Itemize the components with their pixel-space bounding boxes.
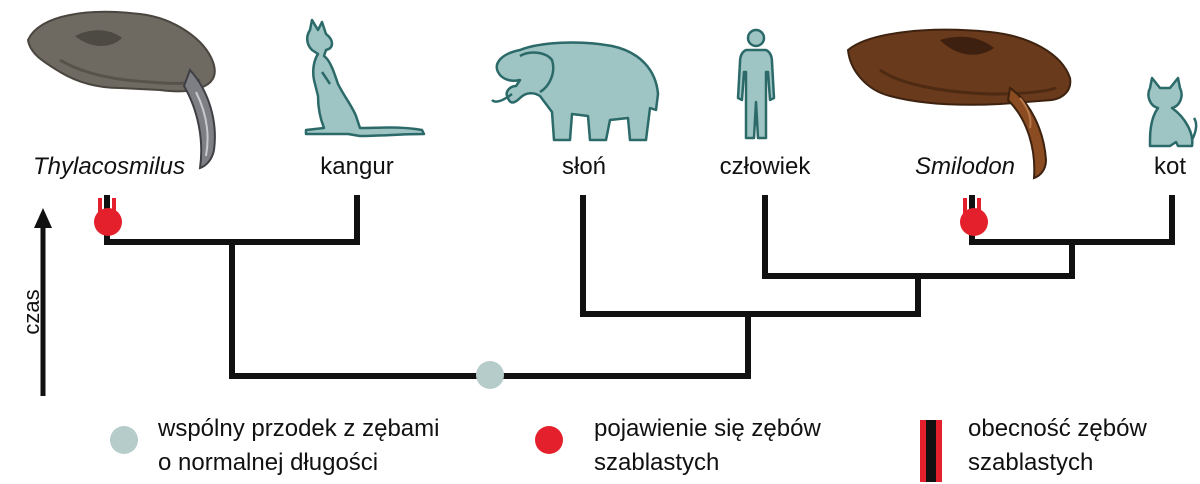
taxon-label-czlowiek: człowiek (719, 153, 811, 180)
taxon-label-thylacosmilus: Thylacosmilus (32, 153, 186, 180)
saber-origin-dot-smilodon (960, 208, 988, 236)
legend-ancestor-symbol (110, 426, 138, 454)
human-icon (736, 28, 776, 140)
time-arrow (34, 208, 52, 396)
smilodon-skull-icon (846, 28, 1072, 180)
taxon-label-smilodon: Smilodon (914, 153, 1016, 180)
branch-slon-rest (580, 195, 921, 317)
taxon-label-kangur: kangur (320, 153, 394, 180)
saber-origin-dot-thylacosmilus (94, 208, 122, 236)
legend-presence-symbol (920, 420, 942, 482)
time-axis-label: czas (19, 289, 44, 335)
legend-origin-symbol (535, 426, 563, 454)
legend-ancestor-line2: o normalnej długości (158, 449, 379, 476)
branch-root (229, 311, 751, 379)
thylacosmilus-skull-icon (26, 10, 216, 170)
legend-origin-line1: pojawienie się zębów (594, 415, 821, 442)
legend-origin-line2: szablastych (594, 449, 720, 476)
branch-smilodon-kot (969, 195, 1175, 245)
saber-presence-markers (98, 198, 981, 222)
taxon-label-slon: słoń (561, 153, 607, 180)
legend-presence-line2: szablastych (968, 449, 1094, 476)
branch-czlowiek-cats (762, 195, 1075, 279)
legend-ancestor-line1: wspólny przodek z zębami (158, 415, 440, 442)
common-ancestor-dot (476, 361, 504, 389)
elephant-icon (491, 41, 660, 142)
legend-ancestor-text: wspólny przodek z zębami o normalnej dłu… (158, 412, 439, 480)
branch-thylacosmilus-kangur (104, 195, 360, 245)
legend-presence-line1: obecność zębów (968, 415, 1147, 442)
cat-icon (1147, 76, 1198, 148)
kangaroo-icon (304, 18, 426, 138)
legend-origin-text: pojawienie się zębów szablastych (594, 412, 821, 480)
legend-presence-text: obecność zębów szablastych (968, 412, 1147, 480)
tree-branches (104, 195, 1175, 379)
taxon-label-kot: kot (1153, 153, 1187, 180)
